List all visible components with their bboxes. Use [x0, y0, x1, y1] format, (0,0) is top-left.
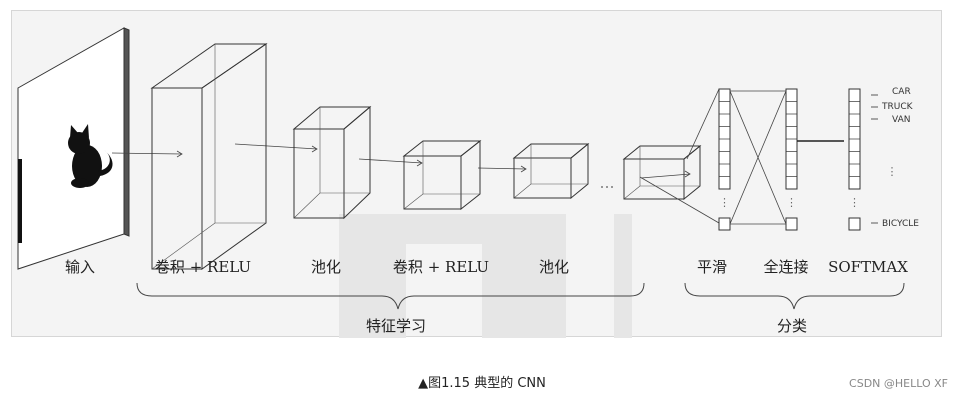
class-label-bicycle: BICYCLE	[882, 219, 919, 229]
braces	[136, 282, 905, 310]
class-label-car: CAR	[892, 87, 911, 97]
brace-classification	[684, 282, 905, 310]
ellipsis-fc: ⋮	[786, 196, 797, 209]
flatten-connectors	[639, 88, 720, 224]
label-fc: 全连接	[763, 258, 808, 276]
output-class-labels: CAR TRUCK VAN BICYCLE	[871, 87, 919, 229]
ellipsis-flatten: ⋮	[719, 196, 730, 209]
brace-feature-learning	[136, 282, 645, 310]
background-watermark-shape	[339, 214, 632, 338]
group-labels: 特征学习 分类	[366, 317, 807, 335]
label-pool1: 池化	[311, 258, 341, 276]
feature-map-pool2	[512, 142, 590, 200]
column-ellipses: ⋮ ⋮ ⋮ ⋮	[719, 165, 898, 209]
figure-caption: ▲图1.15 典型的 CNN	[418, 376, 546, 391]
label-pool2: 池化	[539, 258, 569, 276]
figure-frame: ⋮ ⋮ ⋮ ⋮ CAR TRUCK VAN BICYCLE 输入 卷积 + RE…	[11, 10, 942, 338]
label-flatten: 平滑	[697, 258, 727, 276]
class-label-truck: TRUCK	[881, 102, 914, 112]
stage-labels: 输入 卷积 + RELU 池化 卷积 + RELU 池化 平滑 全连接 SOFT…	[65, 258, 908, 276]
label-conv1: 卷积 + RELU	[155, 258, 251, 276]
source-watermark: CSDN @HELLO XF	[849, 377, 948, 390]
label-input: 输入	[65, 258, 95, 276]
label-softmax: SOFTMAX	[828, 258, 908, 276]
feature-map-conv1	[150, 43, 268, 270]
flatten-column	[718, 88, 731, 231]
ellipsis-softmax: ⋮	[849, 196, 860, 209]
feature-map-pool1	[292, 105, 372, 220]
ellipsis-classes: ⋮	[887, 165, 898, 178]
label-conv2: 卷积 + RELU	[393, 258, 489, 276]
dense-connections	[729, 90, 844, 225]
cat-silhouette-icon	[68, 124, 113, 188]
cnn-diagram: ⋮ ⋮ ⋮ ⋮ CAR TRUCK VAN BICYCLE 输入 卷积 + RE…	[17, 27, 919, 338]
label-feature-learning: 特征学习	[366, 317, 426, 335]
class-label-van: VAN	[892, 115, 910, 125]
continuation-dots	[601, 186, 613, 188]
connector-arrows	[111, 143, 527, 173]
feature-map-final	[622, 144, 702, 201]
feature-map-conv2	[402, 139, 482, 211]
label-classification: 分类	[777, 317, 807, 335]
softmax-column	[848, 88, 861, 231]
fc-column	[785, 88, 798, 231]
